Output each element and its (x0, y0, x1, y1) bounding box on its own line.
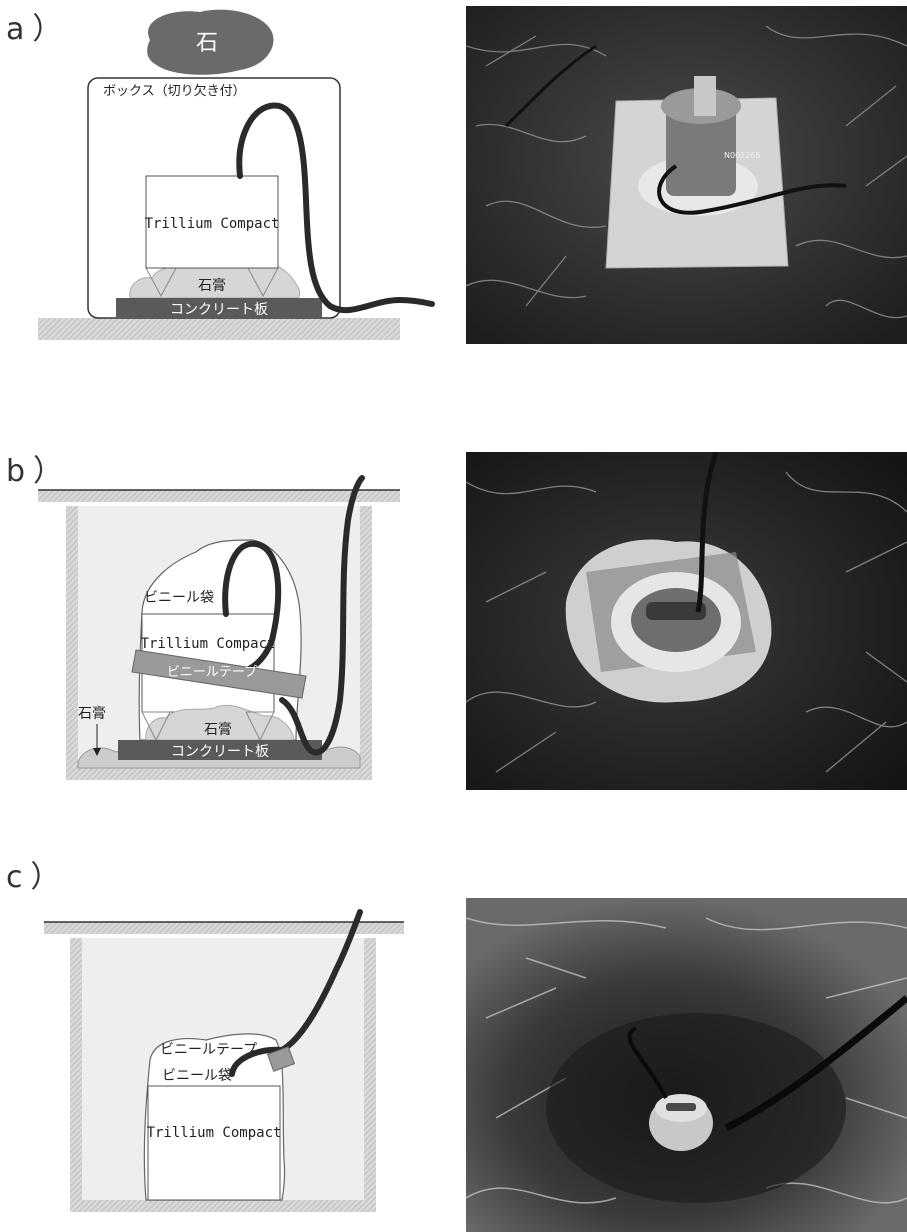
floor (82, 1200, 364, 1212)
sensor-box (148, 1086, 280, 1200)
panel-b-diagram: 石膏 Trillium Compact ビニール袋 石膏 ビニールテープ コンク… (0, 470, 450, 790)
photo-b (466, 452, 907, 790)
wall-right (364, 938, 376, 1212)
photo-a: N001266 (466, 6, 907, 344)
slab-label: コンクリート板 (171, 744, 269, 760)
inner-plaster-label: 石膏 (204, 721, 232, 738)
outer-plaster-label: 石膏 (78, 705, 106, 722)
tape-label: ビニールテープ (167, 665, 257, 680)
panel-c-diagram: Trillium Compact ビニール袋 ビニールテープ (0, 890, 450, 1232)
box-label: ボックス（切り欠き付） (103, 83, 246, 99)
sensor-label: Trillium Compact (141, 636, 276, 652)
floor (78, 768, 360, 780)
slab-label: コンクリート板 (170, 302, 268, 318)
wall-left (70, 938, 82, 1212)
ground (38, 318, 400, 340)
plaster-label: 石膏 (198, 277, 226, 294)
wall-left (66, 506, 78, 780)
photo-c (466, 898, 907, 1232)
bag-label: ビニール袋 (144, 590, 214, 606)
lid (38, 490, 400, 502)
serial-label: N001266 (724, 151, 761, 160)
stone-label: 石 (196, 31, 218, 56)
sensor-label: Trillium Compact (145, 216, 280, 232)
panel-a-diagram: 石 ボックス（切り欠き付） Trillium Compact 石膏 コンクリート… (0, 0, 450, 360)
bag-label: ビニール袋 (162, 1068, 232, 1084)
wall-right (360, 506, 372, 780)
sensor-label: Trillium Compact (147, 1125, 282, 1141)
